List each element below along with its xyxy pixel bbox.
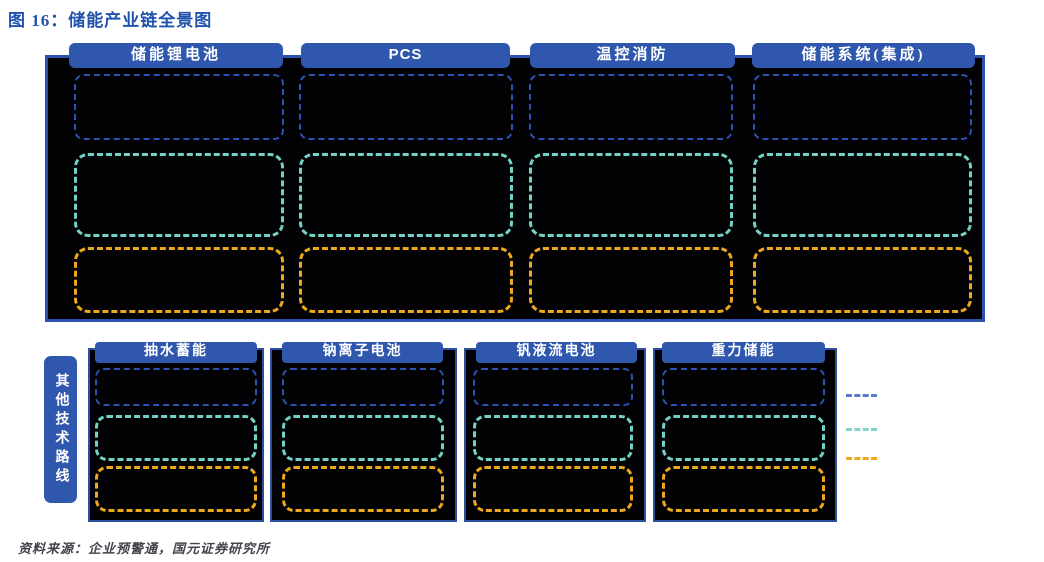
redacted-box-integration-tier3 [753, 247, 972, 313]
redacted-box-gravity-tier1 [662, 368, 825, 406]
main-chain-container [45, 55, 985, 322]
redacted-box-lithium-tier3 [74, 247, 284, 313]
panel-sodium-ion [270, 348, 457, 522]
redacted-box-sodium-tier2 [282, 415, 444, 461]
legend-orange-dash-icon [846, 457, 877, 460]
redacted-box-vanadium-tier2 [473, 415, 633, 461]
redacted-box-pumped-tier2 [95, 415, 257, 461]
chain-header-pcs: PCS [301, 43, 510, 68]
redacted-box-thermal-tier2 [529, 153, 733, 237]
redacted-box-integration-tier1 [753, 74, 972, 140]
source-note: 资料来源：企业预警通，国元证券研究所 [18, 541, 271, 556]
chain-header-thermal-fire-control: 温控消防 [530, 43, 735, 68]
route-header-sodium-ion: 钠离子电池 [282, 342, 443, 363]
redacted-box-lithium-tier2 [74, 153, 284, 237]
chain-header-ess-integration: 储能系统(集成) [752, 43, 975, 68]
route-header-pumped-hydro: 抽水蓄能 [95, 342, 257, 363]
legend-teal-dash-icon [846, 428, 877, 431]
redacted-box-thermal-tier1 [529, 74, 733, 140]
route-header-gravity-storage: 重力储能 [662, 342, 825, 363]
chain-header-lithium-battery: 储能锂电池 [69, 43, 283, 68]
panel-gravity-storage [653, 348, 837, 522]
redacted-box-pcs-tier3 [299, 247, 513, 313]
route-header-vanadium-flow: 钒液流电池 [476, 342, 637, 363]
redacted-box-sodium-tier3 [282, 466, 444, 512]
redacted-box-gravity-tier2 [662, 415, 825, 461]
redacted-box-vanadium-tier1 [473, 368, 633, 406]
legend-blue-dash-icon [846, 394, 877, 397]
redacted-box-lithium-tier1 [74, 74, 284, 140]
other-routes-tab: 其他技术路线 [44, 356, 77, 503]
redacted-box-pumped-tier1 [95, 368, 257, 406]
redacted-box-pcs-tier2 [299, 153, 513, 237]
redacted-box-gravity-tier3 [662, 466, 825, 512]
redacted-box-pumped-tier3 [95, 466, 257, 512]
redacted-box-pcs-tier1 [299, 74, 513, 140]
redacted-box-sodium-tier1 [282, 368, 444, 406]
redacted-box-thermal-tier3 [529, 247, 733, 313]
panel-pumped-hydro [88, 348, 264, 522]
panel-vanadium-flow [464, 348, 646, 522]
redacted-box-vanadium-tier3 [473, 466, 633, 512]
redacted-box-integration-tier2 [753, 153, 972, 237]
figure-title: 图 16：储能产业链全景图 [8, 11, 213, 30]
